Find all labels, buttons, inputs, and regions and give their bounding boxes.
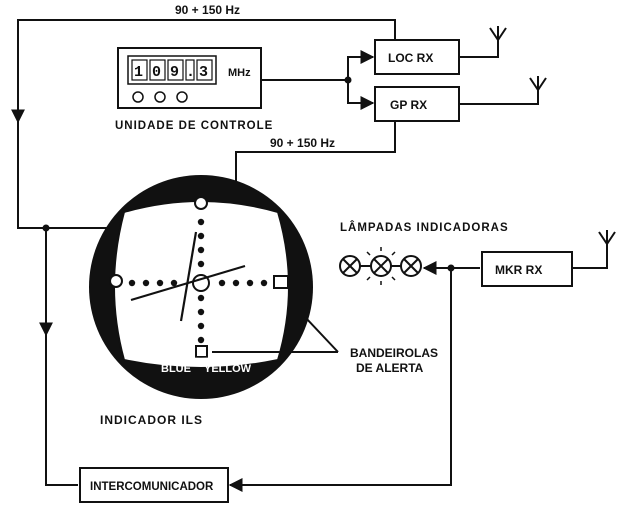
lamps-label: LÂMPADAS INDICADORAS bbox=[340, 221, 509, 234]
knob-1[interactable] bbox=[132, 91, 144, 103]
digit-3: 9 bbox=[170, 64, 179, 81]
gp-receiver: GP RX bbox=[374, 76, 547, 122]
ils-indicator-label: INDICADOR ILS bbox=[100, 413, 203, 427]
indicator-lamps bbox=[339, 247, 422, 285]
yellow-label: YELLOW bbox=[204, 363, 252, 375]
horizontal-dots bbox=[128, 279, 268, 287]
loc-receiver: LOC RX bbox=[374, 26, 507, 75]
freq-label-mid: 90 + 150 Hz bbox=[270, 136, 335, 150]
bottom-flag bbox=[195, 345, 208, 358]
mkr-receiver: MKR RX bbox=[481, 230, 616, 287]
antenna-icon bbox=[529, 76, 547, 91]
digit-2: 0 bbox=[152, 64, 161, 81]
top-circle bbox=[194, 196, 208, 210]
lamp-icon bbox=[339, 255, 361, 277]
intercom-label: INTERCOMUNICADOR bbox=[90, 481, 214, 493]
right-flag bbox=[273, 275, 289, 289]
knob-3[interactable] bbox=[176, 91, 188, 103]
lamp-icon bbox=[400, 255, 422, 277]
control-unit: 1 0 9 . 3 MHz bbox=[117, 47, 262, 109]
control-to-rx-wire bbox=[261, 50, 375, 110]
localizer-needle bbox=[179, 231, 198, 322]
mkr-rx-label: MKR RX bbox=[495, 263, 542, 277]
gp-rx-label: GP RX bbox=[390, 98, 427, 112]
lamp-lit-icon bbox=[362, 247, 400, 285]
vertical-dots bbox=[197, 218, 205, 344]
loc-rx-label: LOC RX bbox=[388, 51, 433, 65]
left-circle bbox=[109, 274, 123, 288]
control-unit-label: UNIDADE DE CONTROLE bbox=[115, 120, 273, 132]
flag-callout-lines bbox=[212, 284, 339, 353]
antenna-icon bbox=[598, 230, 616, 245]
digit-dot: . bbox=[186, 64, 195, 81]
flags-label-2: DE ALERTA bbox=[356, 361, 424, 375]
antenna-icon bbox=[489, 26, 507, 41]
mkr-wire bbox=[228, 261, 480, 492]
display-digits: 1 0 9 . 3 bbox=[131, 59, 213, 81]
glideslope-needle bbox=[130, 264, 246, 302]
mhz-label: MHz bbox=[228, 67, 251, 79]
ils-indicator: BLUE YELLOW bbox=[89, 175, 313, 399]
digit-1: 1 bbox=[134, 64, 143, 81]
digit-4: 3 bbox=[199, 64, 208, 81]
blue-label: BLUE bbox=[161, 363, 191, 375]
freq-label-top: 90 + 150 Hz bbox=[175, 3, 240, 17]
knob-2[interactable] bbox=[154, 91, 166, 103]
intercom-box: INTERCOMUNICADOR bbox=[79, 467, 229, 503]
intercom-wire bbox=[39, 224, 78, 486]
flags-label-1: BANDEIROLAS bbox=[350, 346, 438, 360]
